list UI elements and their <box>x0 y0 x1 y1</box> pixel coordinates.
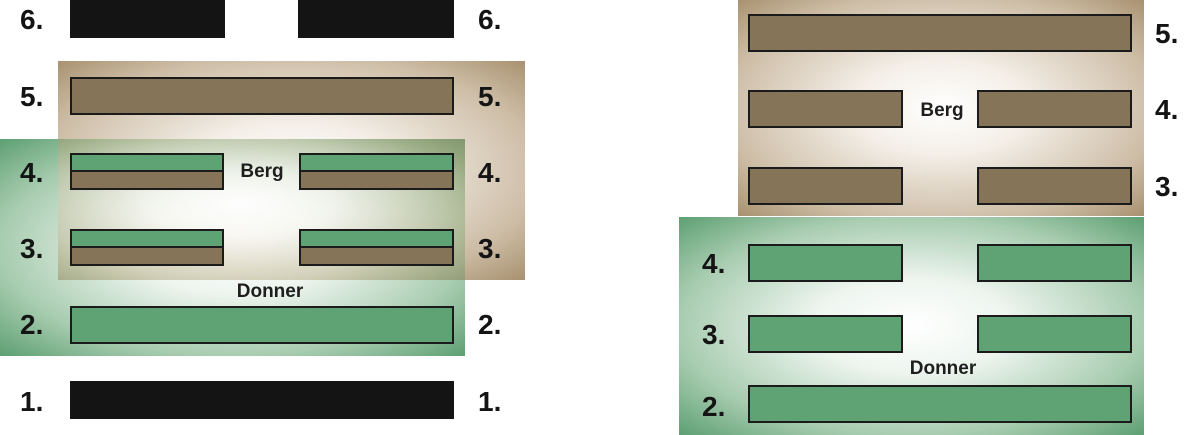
line-1-solid <box>70 381 454 419</box>
berg-row-number-5: 5. <box>1155 18 1179 49</box>
line-4-brown-left <box>70 170 224 190</box>
row-number-4-left: 4. <box>20 157 44 188</box>
berg-line-4-right <box>977 90 1132 128</box>
berg-line-3-right <box>977 167 1132 205</box>
row-number-5-right: 5. <box>478 81 502 112</box>
line-2-solid <box>70 306 454 344</box>
berg-line-3-left <box>748 167 903 205</box>
line-4-brown-right <box>299 170 454 190</box>
berg-label: Berg <box>240 161 284 182</box>
line-6-left-segment <box>70 0 225 38</box>
donner-line-2-solid <box>748 385 1132 423</box>
row-number-5-left: 5. <box>20 81 44 112</box>
row-number-2-right: 2. <box>478 309 502 340</box>
donner-line-3-left <box>748 315 903 353</box>
berg-line-4-left <box>748 90 903 128</box>
row-number-1-right: 1. <box>478 386 502 417</box>
donner-label: Donner <box>236 281 304 302</box>
berg-row-number-4: 4. <box>1155 94 1179 125</box>
line-5-solid <box>70 77 454 115</box>
berg-trigram-label: Berg <box>920 100 964 121</box>
donner-line-4-right <box>977 244 1132 282</box>
row-number-6-left: 6. <box>20 4 44 35</box>
row-number-3-left: 3. <box>20 233 44 264</box>
donner-trigram-label: Donner <box>909 358 977 379</box>
row-number-4-right: 4. <box>478 157 502 188</box>
row-number-1-left: 1. <box>20 386 44 417</box>
donner-line-4-left <box>748 244 903 282</box>
line-3-brown-left <box>70 246 224 266</box>
donner-row-number-2: 2. <box>702 391 726 422</box>
donner-row-number-3: 3. <box>702 319 726 350</box>
berg-row-number-3: 3. <box>1155 171 1179 202</box>
berg-line-5-solid <box>748 14 1132 52</box>
row-number-6-right: 6. <box>478 4 502 35</box>
donner-line-3-right <box>977 315 1132 353</box>
row-number-3-right: 3. <box>478 233 502 264</box>
line-3-brown-right <box>299 246 454 266</box>
left-diagram: 6. 6. 5. 5. 4. Berg 4. 3. 3. Donner 2. 2… <box>0 0 525 435</box>
line-6-right-segment <box>298 0 454 38</box>
row-number-2-left: 2. <box>20 309 44 340</box>
donner-row-number-4: 4. <box>702 248 726 279</box>
